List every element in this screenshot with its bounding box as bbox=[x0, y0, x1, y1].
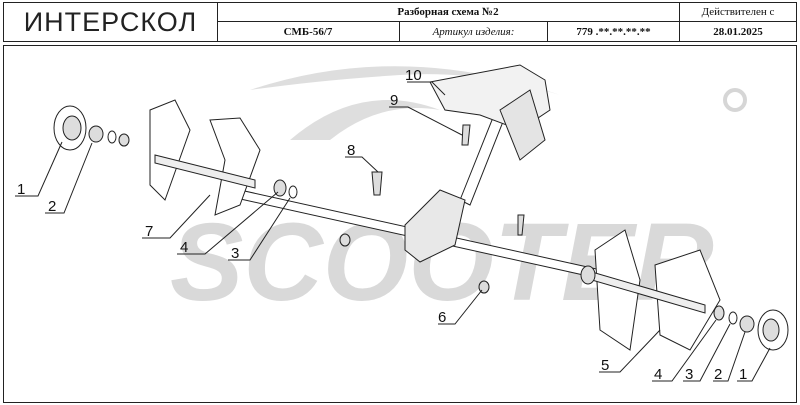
callout-3-right: 3 bbox=[685, 366, 693, 383]
leader-lines bbox=[15, 81, 771, 382]
title-block: ИНТЕРСКОЛ Разборная схема №2 Действителе… bbox=[3, 2, 797, 42]
left-spacer bbox=[273, 179, 287, 197]
bolt bbox=[371, 171, 383, 196]
callout-labels: 1 2 7 4 3 8 10 9 6 5 4 3 2 1 bbox=[17, 67, 747, 383]
callout-2-left: 2 bbox=[48, 198, 56, 215]
left-auger-blade-2 bbox=[209, 117, 261, 216]
document-title: Разборная схема №2 bbox=[217, 3, 680, 22]
right-washer bbox=[728, 311, 738, 325]
shear-bolt bbox=[517, 214, 525, 236]
valid-from-label: Действителен с bbox=[680, 3, 796, 22]
callout-2-right: 2 bbox=[714, 366, 722, 383]
nut-left bbox=[339, 233, 351, 247]
handle-bracket bbox=[499, 89, 546, 161]
pin bbox=[461, 124, 471, 146]
callout-9: 9 bbox=[390, 92, 398, 109]
left-auger-tube bbox=[154, 154, 256, 189]
gearbox bbox=[404, 189, 466, 263]
callout-10: 10 bbox=[405, 67, 422, 84]
callout-8: 8 bbox=[347, 142, 355, 159]
drawing-frame bbox=[3, 45, 797, 403]
left-bearing bbox=[88, 125, 104, 143]
article-value: 779 .**.**.**.** bbox=[548, 22, 680, 41]
article-label: Артикул изделия: bbox=[400, 22, 548, 41]
callout-6: 6 bbox=[438, 309, 446, 326]
callout-7: 7 bbox=[145, 223, 153, 240]
callout-4-right: 4 bbox=[654, 366, 662, 383]
right-bearing bbox=[739, 315, 755, 333]
right-auger-blade-1 bbox=[594, 229, 641, 351]
callout-4-left: 4 bbox=[180, 239, 188, 256]
brand-logo: ИНТЕРСКОЛ bbox=[4, 3, 218, 41]
right-spacer bbox=[713, 305, 725, 321]
callout-1-left: 1 bbox=[17, 181, 25, 198]
callout-5: 5 bbox=[601, 357, 609, 374]
left-auger-blade-1 bbox=[149, 99, 191, 201]
brand-logo-text: ИНТЕРСКОЛ bbox=[23, 6, 198, 37]
callout-3-left: 3 bbox=[231, 245, 239, 262]
model-name: СМБ-56/7 bbox=[217, 22, 400, 41]
left-washer bbox=[288, 185, 298, 199]
callout-1-right: 1 bbox=[739, 366, 747, 383]
valid-from-date: 28.01.2025 bbox=[713, 25, 763, 38]
